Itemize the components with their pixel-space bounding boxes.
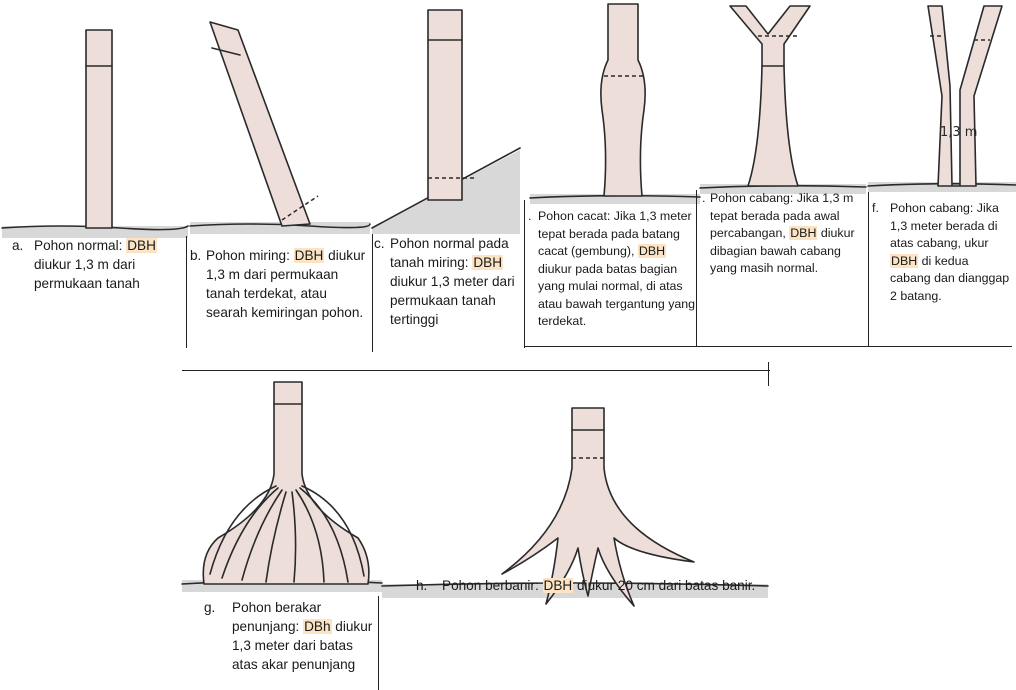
panel-b: b. Pohon miring: DBH diukur 1,3 m dari p…	[190, 0, 370, 345]
tree-stilt-roots-drawing	[182, 378, 382, 598]
divider	[186, 236, 187, 348]
tree-normal-drawing	[0, 0, 190, 240]
divider	[768, 362, 769, 386]
divider	[696, 190, 697, 346]
tree-buttress-drawing	[382, 378, 768, 608]
panel-f: 1,3 m f. Pohon cabang: Jika 1,3 meter be…	[868, 0, 1016, 345]
panel-c: c. Pohon normal pada tanah miring: DBH d…	[372, 0, 520, 345]
divider	[182, 370, 770, 371]
divider	[524, 346, 1012, 347]
panel-d: . Pohon cacat: Jika 1,3 meter tepat bera…	[524, 0, 704, 345]
tree-swollen-drawing	[524, 0, 704, 210]
tree-forked-low-drawing	[700, 0, 866, 200]
panel-a: a. Pohon normal: DBH diukur 1,3 m dari p…	[0, 0, 190, 345]
tree-on-slope-drawing	[372, 0, 520, 240]
tree-forked-high-drawing: 1,3 m	[868, 0, 1016, 200]
panel-h: h. Pohon berbanir: DBH diukur 20 cm dari…	[382, 378, 768, 690]
trunk-height-label: 1,3 m	[940, 125, 977, 140]
panel-e: . Pohon cabang: Jika 1,3 m tepat berada …	[700, 0, 866, 345]
panel-g: g. Pohon berakar penunjang: DBh diukur 1…	[182, 378, 382, 690]
tree-leaning-drawing	[190, 0, 370, 240]
